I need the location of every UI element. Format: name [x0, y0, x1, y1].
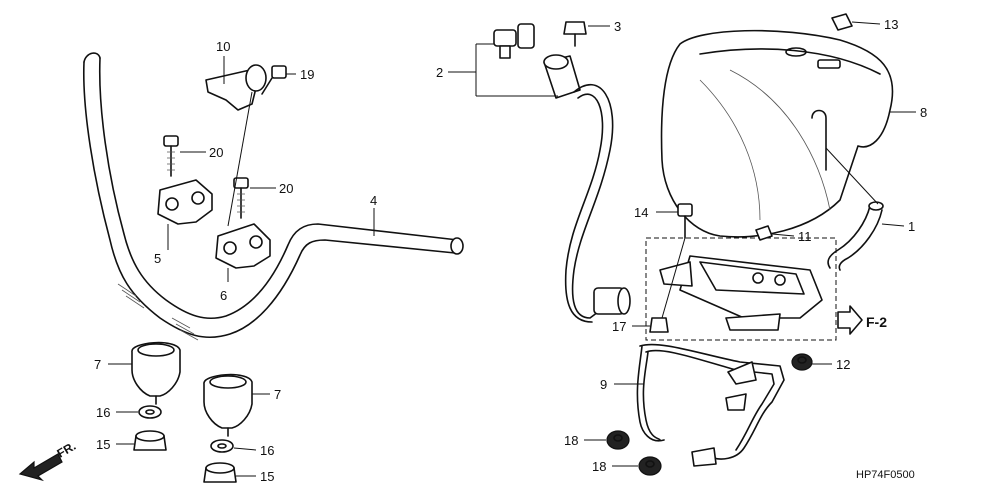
callout-6: 6: [220, 288, 227, 303]
callout-5: 5: [154, 251, 161, 266]
washer-16-left[interactable]: [138, 405, 162, 419]
callout-numbers: 10 19 20 20 5 6 4 7 7 16 15 16 15 2 3 13…: [94, 17, 927, 484]
ignition-switch[interactable]: [493, 23, 631, 323]
callout-20-left: 20: [209, 145, 223, 160]
callout-8: 8: [920, 105, 927, 120]
handlebar-holder-lower-right[interactable]: [203, 373, 253, 437]
washer-11[interactable]: [755, 225, 773, 241]
nut-18-upper[interactable]: [606, 430, 630, 450]
handlebar[interactable]: [82, 52, 464, 341]
callout-13: 13: [884, 17, 898, 32]
handlebar-holder-lower-left[interactable]: [131, 341, 181, 405]
callout-7-left: 7: [94, 357, 101, 372]
reference-f2[interactable]: F-2: [837, 305, 887, 335]
bracket-10[interactable]: [205, 64, 267, 111]
clip-13[interactable]: [831, 13, 853, 31]
callout-1: 1: [908, 219, 915, 234]
callout-10: 10: [216, 39, 230, 54]
bolt-20-right[interactable]: [233, 177, 249, 219]
callout-15-right: 15: [260, 469, 274, 484]
nut-18-lower[interactable]: [638, 456, 662, 476]
callout-14: 14: [634, 205, 648, 220]
callout-16-left: 16: [96, 405, 110, 420]
leader-lines: [108, 21, 916, 477]
callout-7-right: 7: [274, 387, 281, 402]
callout-4: 4: [370, 193, 377, 208]
callout-11: 11: [798, 229, 812, 244]
washer-16-right[interactable]: [210, 439, 234, 453]
nut-12[interactable]: [791, 353, 813, 371]
meter-stay[interactable]: [636, 343, 785, 467]
callout-17: 17: [612, 319, 626, 334]
callout-12: 12: [836, 357, 850, 372]
callout-3: 3: [614, 19, 621, 34]
screw-14[interactable]: [677, 203, 693, 239]
callout-16-right: 16: [260, 443, 274, 458]
front-direction-arrow: FR.: [18, 439, 78, 482]
callout-2: 2: [436, 65, 443, 80]
callout-15-left: 15: [96, 437, 110, 452]
meter-cover[interactable]: [660, 29, 894, 238]
callout-9: 9: [600, 377, 607, 392]
bolt-20-left[interactable]: [163, 135, 179, 177]
callout-19: 19: [300, 67, 314, 82]
meter-assembly[interactable]: [645, 237, 837, 341]
callout-18-lower: 18: [592, 459, 606, 474]
nut-15-right[interactable]: [203, 462, 237, 483]
nut-15-left[interactable]: [133, 430, 167, 451]
handlebar-holder-upper-right[interactable]: [215, 223, 271, 269]
grommet-17[interactable]: [649, 317, 669, 333]
front-arrow-icon: [18, 453, 63, 482]
reference-label: F-2: [866, 314, 887, 330]
callout-20-right: 20: [279, 181, 293, 196]
diagram-code: HP74F0500: [856, 469, 915, 481]
handlebar-holder-upper-left[interactable]: [157, 179, 213, 225]
reference-arrow-icon: [837, 305, 863, 335]
bolt-19[interactable]: [261, 65, 287, 95]
screw-3[interactable]: [563, 21, 587, 47]
callout-18-upper: 18: [564, 433, 578, 448]
